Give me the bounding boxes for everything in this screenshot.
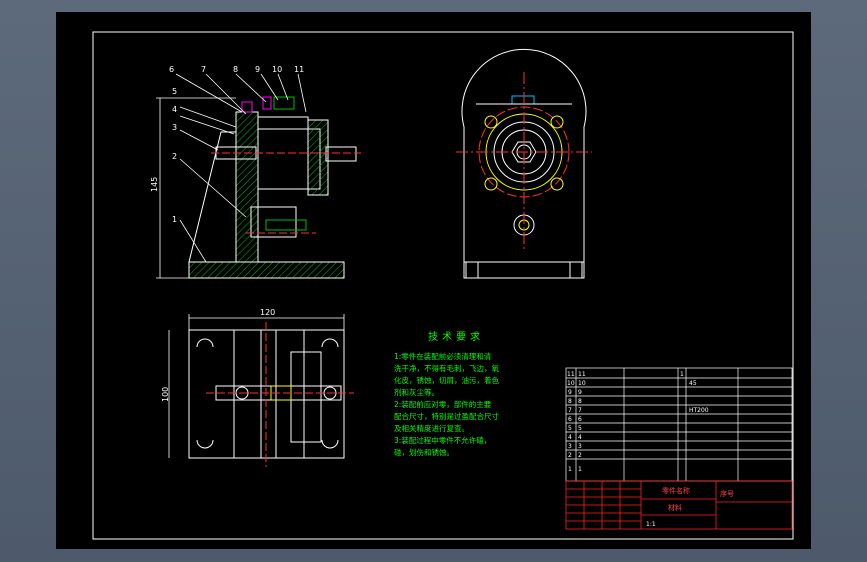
bom-row-6-no: 6: [568, 416, 572, 423]
tech-line-1: 1:零件在装配前必须清理和清: [394, 351, 492, 361]
front-view-labels: 6 7 8 9 10 11 5 4 3 2 1 145: [150, 65, 304, 224]
material-label: 材料: [668, 503, 682, 512]
bom-material-b: HT200: [689, 407, 709, 414]
bom-row-7-code: 7: [578, 407, 582, 414]
callout-11: 11: [294, 65, 304, 74]
bom-row-5-no: 5: [568, 425, 572, 432]
bom-row-10-no: 10: [567, 380, 575, 387]
callout-4: 4: [172, 105, 177, 114]
bom-row-1-no: 1: [568, 466, 572, 473]
dim-height: 145: [150, 177, 159, 192]
scale: 1:1: [646, 521, 656, 528]
bom-row-7-no: 7: [568, 407, 572, 414]
bom-row-3-code: 3: [578, 443, 582, 450]
callout-6: 6: [169, 65, 174, 74]
bom-row-4-no: 4: [568, 434, 572, 441]
side-view: [456, 48, 592, 279]
callout-7: 7: [201, 65, 206, 74]
dim-depth: 100: [161, 387, 170, 402]
bom-row-1-code: 1: [578, 466, 582, 473]
bom-text: 11 11 10 10 9 9 8 8 7 7 6 6 5 5 4 4 3 3 …: [567, 371, 709, 473]
bom-row-4-code: 4: [578, 434, 582, 441]
bom-row-5-code: 5: [578, 425, 582, 432]
tech-line-4: 剂和灰尘等。: [394, 387, 439, 397]
bom-row-6-code: 6: [578, 416, 582, 423]
bom-row-2-code: 2: [578, 452, 582, 459]
bom-row-9-code: 9: [578, 389, 582, 396]
bom-qty: 1: [680, 371, 684, 378]
dim-width: 120: [260, 308, 275, 317]
callout-3: 3: [172, 123, 177, 132]
callout-10: 10: [272, 65, 282, 74]
top-view: [168, 314, 354, 467]
bom-row-3-no: 3: [568, 443, 572, 450]
bom-row-10-code: 10: [578, 380, 586, 387]
tech-line-2: 洗干净，不得有毛刺，飞边，氧: [394, 363, 499, 373]
callout-9: 9: [255, 65, 260, 74]
drawing-canvas[interactable]: 6 7 8 9 10 11 5 4 3 2 1 145: [56, 12, 811, 549]
bom-row-11-code: 11: [578, 371, 586, 378]
front-view-leaders: [156, 73, 307, 279]
tech-line-6: 配合尺寸，特别是过盈配合尺寸: [394, 411, 499, 421]
callout-5: 5: [172, 87, 177, 96]
drawing-border: [92, 31, 794, 540]
bom-table: [565, 367, 793, 482]
bom-row-11-no: 11: [567, 371, 575, 378]
top-view-labels: 120 100: [161, 308, 275, 402]
tech-line-7: 及相关精度进行复查。: [394, 423, 469, 433]
bom-material-a: 45: [689, 380, 697, 387]
tech-line-3: 化皮，锈蚀，切屑，油污，着色: [394, 375, 499, 385]
tech-notes: 技术要求 1:零件在装配前必须清理和清 洗干净，不得有毛刺，飞边，氧 化皮，锈蚀…: [394, 330, 499, 457]
tech-line-9: 碰，划伤和锈蚀。: [394, 447, 454, 457]
tech-title: 技术要求: [428, 330, 484, 343]
title-block: [565, 480, 793, 530]
bom-row-8-no: 8: [568, 398, 572, 405]
title-block-text: 零件名称 材料 序号 1:1: [646, 486, 734, 528]
part-name: 零件名称: [662, 486, 690, 495]
bom-row-2-no: 2: [568, 452, 572, 459]
bom-row-8-code: 8: [578, 398, 582, 405]
callout-8: 8: [233, 65, 238, 74]
serial-no-label: 序号: [720, 489, 734, 498]
cad-drawing: 6 7 8 9 10 11 5 4 3 2 1 145: [92, 31, 794, 540]
tech-line-5: 2:装配前应对零，部件的主要: [394, 399, 492, 409]
tech-line-8: 3:装配过程中零件不允许磕，: [394, 435, 491, 445]
bom-row-9-no: 9: [568, 389, 572, 396]
callout-2: 2: [172, 152, 177, 161]
front-view: [188, 96, 361, 279]
callout-1: 1: [172, 215, 177, 224]
